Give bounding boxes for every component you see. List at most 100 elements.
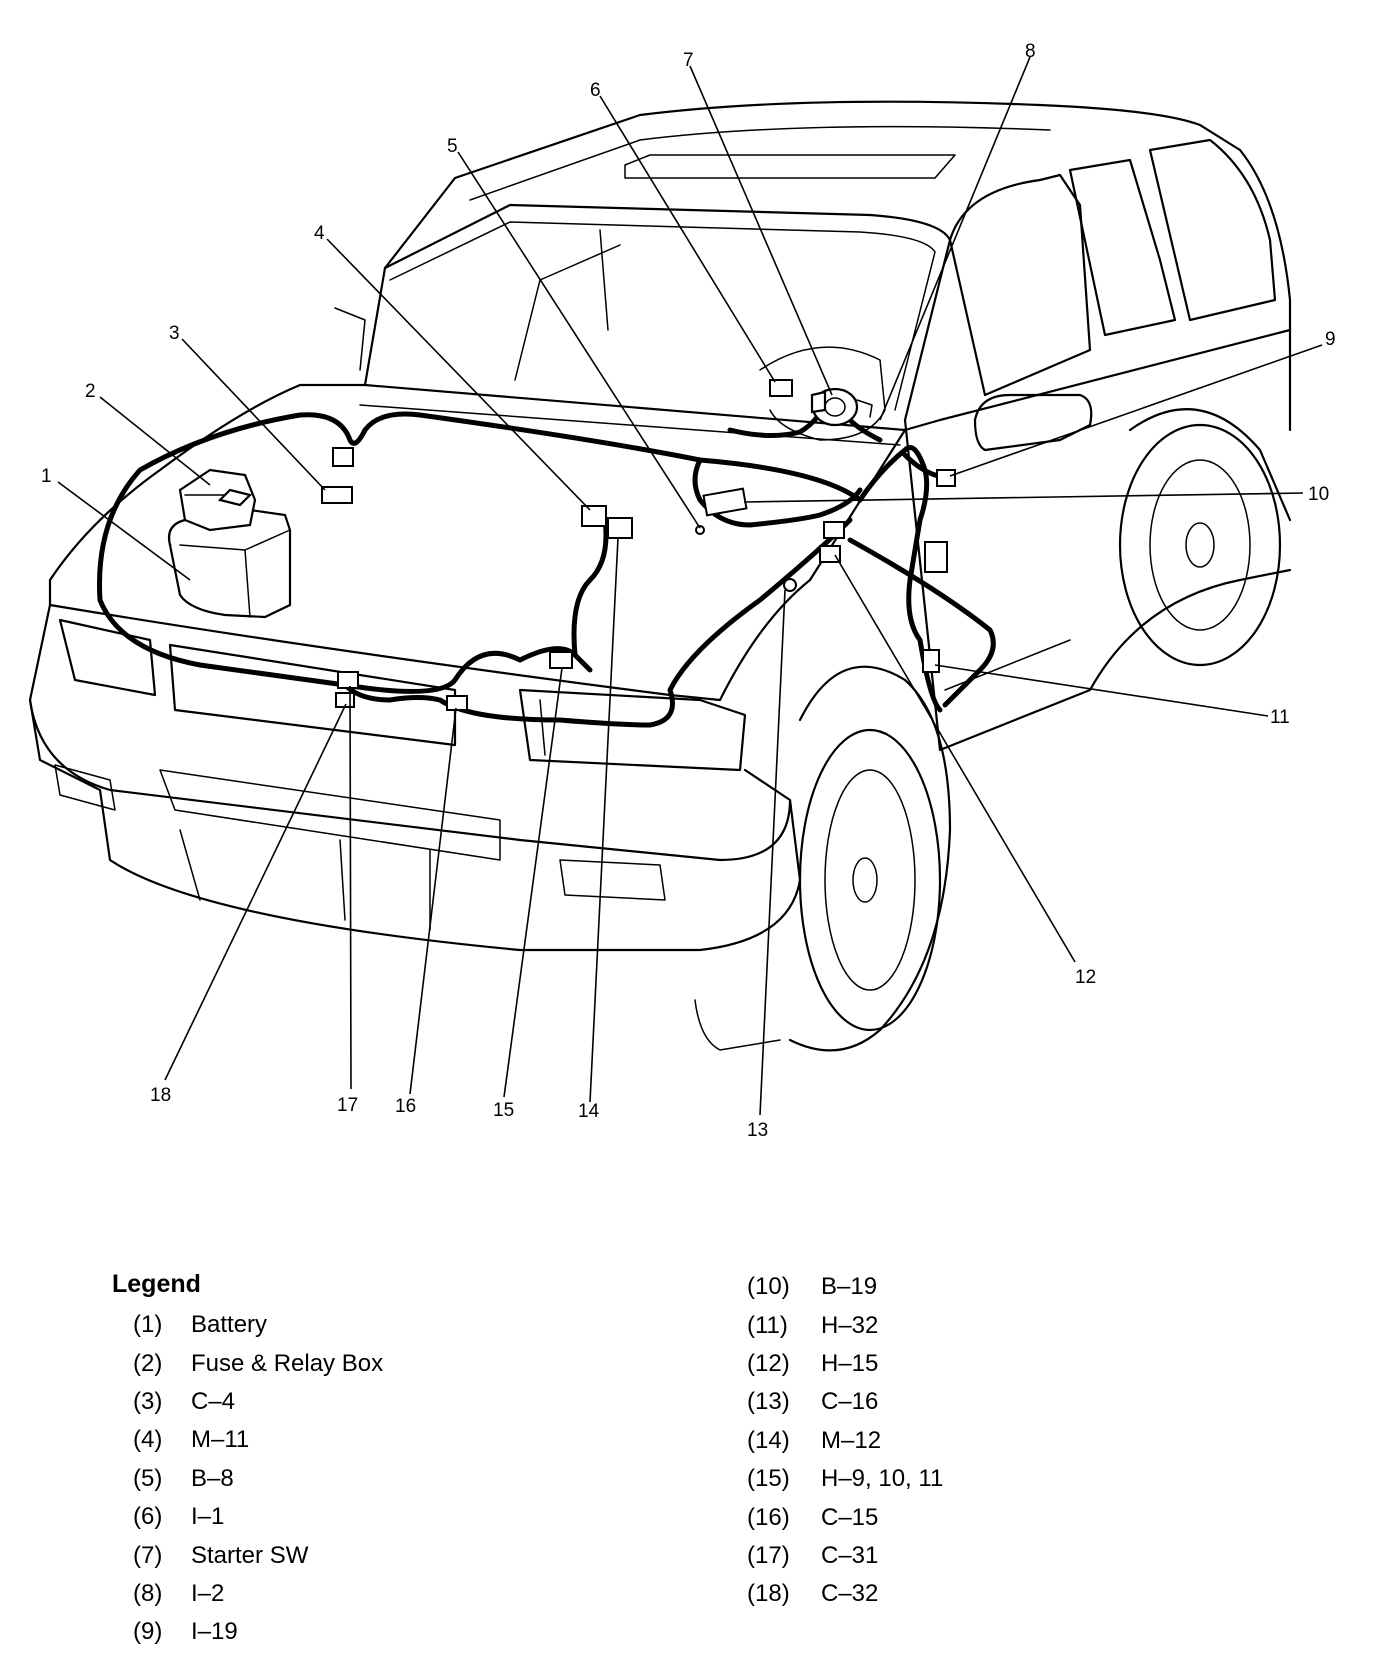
fuse-relay-box-body xyxy=(178,468,257,532)
legend-item: (3) C–4 xyxy=(133,1383,383,1421)
steering-wheel xyxy=(759,346,886,441)
callout-2: 2 xyxy=(85,381,96,402)
connector-6 xyxy=(769,379,793,397)
legend-column-right: (10) B–19 (11) H–32 (12) H–15 (13) C–16 (14)… xyxy=(747,1268,943,1614)
legend-item-label: H–32 xyxy=(821,1311,879,1339)
legend-item-number: (1) xyxy=(133,1311,163,1339)
connector-11 xyxy=(922,649,940,673)
legend-item-label: C–4 xyxy=(191,1387,236,1415)
legend-item: (8) I–2 xyxy=(133,1575,383,1613)
callout-15: 15 xyxy=(493,1100,514,1121)
callout-9: 9 xyxy=(1325,329,1336,350)
connector-5 xyxy=(695,525,705,535)
legend-item: (12) H–15 xyxy=(747,1345,943,1383)
legend-item-label: B–19 xyxy=(821,1273,878,1301)
legend-item-number: (13) xyxy=(747,1388,790,1416)
callout-labels: 1 2 3 4 5 6 7 8 9 10 11 12 13 14 15 16 1… xyxy=(41,41,1336,1141)
connector-9 xyxy=(936,469,956,487)
legend-item-label: I–19 xyxy=(191,1618,238,1646)
connector-c4-upper xyxy=(332,447,354,467)
legend-item-label: M–11 xyxy=(191,1426,250,1454)
legend-item: (7) Starter SW xyxy=(133,1536,383,1574)
legend-item-number: (6) xyxy=(133,1503,163,1531)
callout-13: 13 xyxy=(747,1120,768,1141)
legend-item: (5) B–8 xyxy=(133,1460,383,1498)
legend-item-label: Fuse & Relay Box xyxy=(191,1349,384,1377)
legend-item: (14) M–12 xyxy=(747,1422,943,1460)
battery-body xyxy=(167,508,292,619)
legend-item: (4) M–11 xyxy=(133,1421,383,1459)
legend-item: (2) Fuse & Relay Box xyxy=(133,1344,383,1382)
callout-16: 16 xyxy=(395,1096,416,1117)
legend-item-label: C–31 xyxy=(821,1541,879,1569)
connector-4 xyxy=(581,505,607,527)
legend-item-label: M–12 xyxy=(821,1426,882,1454)
wire-harness xyxy=(97,392,996,728)
callout-5: 5 xyxy=(447,136,458,157)
legend-item-number: (7) xyxy=(133,1541,163,1569)
legend-item-number: (9) xyxy=(133,1618,163,1646)
legend-item-label: B–8 xyxy=(191,1464,234,1492)
connector-12 xyxy=(823,521,845,539)
legend-item: (18) C–32 xyxy=(747,1575,943,1613)
callout-3: 3 xyxy=(169,323,180,344)
leader-lines xyxy=(57,56,1323,1116)
callout-14: 14 xyxy=(578,1101,600,1122)
callout-4: 4 xyxy=(314,223,325,244)
legend-item: (10) B–19 xyxy=(747,1268,943,1306)
legend-item-label: C–15 xyxy=(821,1503,879,1531)
legend-item-label: C–16 xyxy=(821,1388,879,1416)
connector-relay-side xyxy=(924,541,948,573)
legend-item: (13) C–16 xyxy=(747,1383,943,1421)
legend-title: Legend xyxy=(112,1270,201,1298)
legend-item-label: I–1 xyxy=(191,1503,225,1531)
connector-17 xyxy=(337,671,359,689)
legend-item: (9) I–19 xyxy=(133,1613,383,1651)
legend: Legend (1) Battery (2) Fuse & Relay Box (3… xyxy=(0,1270,1392,1668)
legend-item-number: (10) xyxy=(747,1273,790,1301)
callout-12: 12 xyxy=(1075,967,1096,988)
legend-item-number: (4) xyxy=(133,1426,163,1454)
legend-item-label: C–32 xyxy=(821,1580,879,1608)
legend-item-number: (18) xyxy=(747,1580,790,1608)
legend-item: (11) H–32 xyxy=(747,1306,943,1344)
legend-item: (16) C–15 xyxy=(747,1498,943,1536)
legend-item: (15) H–9, 10, 11 xyxy=(747,1460,943,1498)
starter-switch-body xyxy=(810,387,873,427)
callout-6: 6 xyxy=(590,80,601,101)
legend-item-label: Battery xyxy=(191,1311,268,1339)
legend-item-number: (12) xyxy=(747,1349,790,1377)
callout-10: 10 xyxy=(1308,484,1329,505)
connector-14 xyxy=(607,517,633,539)
connector-13 xyxy=(783,578,797,592)
legend-item-number: (3) xyxy=(133,1387,163,1415)
legend-item-number: (5) xyxy=(133,1464,163,1492)
legend-item-label: I–2 xyxy=(191,1579,225,1607)
connector-15 xyxy=(549,651,573,669)
legend-item-number: (17) xyxy=(747,1541,790,1569)
legend-item: (17) C–31 xyxy=(747,1537,943,1575)
connector-3 xyxy=(321,486,353,504)
legend-item-number: (16) xyxy=(747,1503,790,1531)
legend-item-label: H–9, 10, 11 xyxy=(821,1465,944,1493)
legend-column-left: (1) Battery (2) Fuse & Relay Box (3) C–4 (4… xyxy=(133,1306,383,1652)
legend-item-number: (11) xyxy=(747,1311,788,1339)
legend-item: (1) Battery xyxy=(133,1306,383,1344)
legend-item: (6) I–1 xyxy=(133,1498,383,1536)
legend-item-number: (15) xyxy=(747,1465,790,1493)
callout-18: 18 xyxy=(150,1085,171,1106)
callout-17: 17 xyxy=(337,1095,358,1116)
legend-item-number: (8) xyxy=(133,1579,163,1607)
legend-item-number: (14) xyxy=(747,1426,790,1454)
legend-item-label: Starter SW xyxy=(191,1541,309,1569)
vehicle-harness-diagram: 1 2 3 4 5 6 7 8 9 10 11 12 13 14 15 16 1… xyxy=(28,41,1336,1141)
legend-item-label: H–15 xyxy=(821,1349,879,1377)
legend-item-number: (2) xyxy=(133,1349,163,1377)
callout-8: 8 xyxy=(1025,41,1036,62)
callout-1: 1 xyxy=(41,466,52,487)
connector-16 xyxy=(446,695,468,711)
connector-10 xyxy=(702,487,748,517)
callout-7: 7 xyxy=(683,50,694,71)
callout-11: 11 xyxy=(1270,707,1290,728)
connector-12b xyxy=(819,545,841,563)
